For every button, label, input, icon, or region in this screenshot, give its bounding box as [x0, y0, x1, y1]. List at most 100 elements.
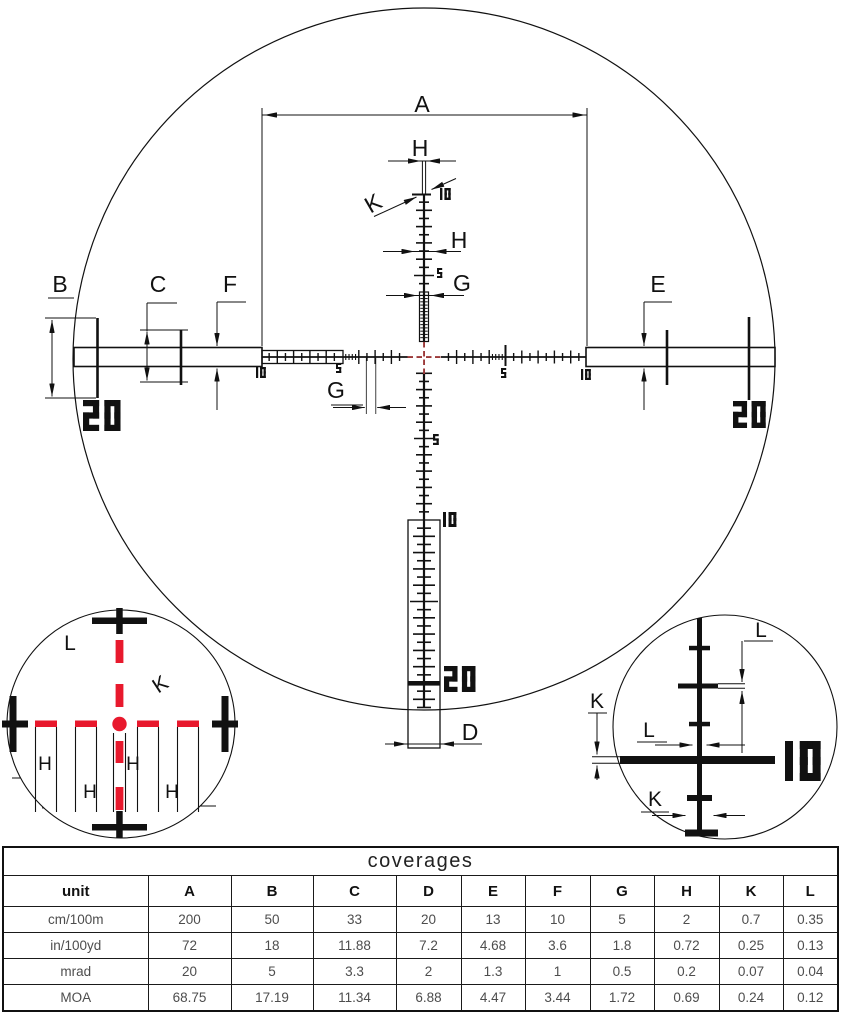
col-header: K [718, 875, 784, 907]
reticle-number-10-left [256, 367, 266, 378]
dim-label-h1: H [38, 754, 52, 775]
dim-label-h4: H [165, 782, 179, 803]
table-cell: 7.2 [395, 932, 462, 959]
table-cell: 10 [524, 906, 591, 933]
table-cell: 0.13 [782, 932, 839, 959]
illuminated-center-dashes [407, 342, 441, 374]
col-header: L [782, 875, 839, 907]
detail-scale-marks [620, 618, 775, 837]
staple-outlines [34, 727, 200, 812]
dim-label-d: D [462, 719, 479, 745]
detail-right-labels: L K L K [590, 619, 767, 811]
table-row: MOA 68.75 17.19 11.34 6.88 4.47 3.44 1.7… [2, 984, 839, 1012]
dim-label-h-mid: H [451, 227, 468, 253]
table-cell: 3.3 [312, 958, 397, 985]
reticle-number-5-right [501, 368, 507, 378]
table-cell: 13 [460, 906, 526, 933]
table-cell: 4.68 [460, 932, 526, 959]
col-header: G [589, 875, 655, 907]
table-cell: 5 [589, 906, 655, 933]
reticle-number-5-up [437, 268, 443, 278]
table-cell: 1.72 [589, 984, 655, 1012]
table-cell: 1 [524, 958, 591, 985]
col-header: A [147, 875, 232, 907]
reticle-numbers [83, 188, 766, 692]
detail-edge-ticks [2, 608, 238, 838]
col-header: B [230, 875, 314, 907]
table-cell: 0.7 [718, 906, 784, 933]
table-cell: 2 [653, 906, 720, 933]
reticle-number-20-left [83, 400, 121, 431]
reticle-number-20-right [733, 401, 766, 428]
table-cell: 0.04 [782, 958, 839, 985]
table-cell: 6.88 [395, 984, 462, 1012]
reticle-number-10-detail [785, 741, 821, 781]
table-cell: 11.88 [312, 932, 397, 959]
unit-cell: MOA [2, 984, 149, 1012]
reticle-posts [73, 291, 776, 749]
dim-label-l-mid: L [643, 719, 655, 742]
table-cell: 3.44 [524, 984, 591, 1012]
table-cell: 0.24 [718, 984, 784, 1012]
table-cell: 0.35 [782, 906, 839, 933]
table-cell: 5 [230, 958, 314, 985]
dim-label-l-up: L [755, 619, 767, 642]
table-cell: 1.3 [460, 958, 526, 985]
coverage-table: coverages unit A B C D E F G H K L cm/10… [2, 846, 839, 1012]
col-header: H [653, 875, 720, 907]
table-cell: 0.12 [782, 984, 839, 1012]
dim-label-b: B [52, 271, 67, 297]
table-title: coverages [2, 846, 839, 876]
detail-dimension-lines [588, 640, 773, 819]
table-cell: 3.6 [524, 932, 591, 959]
dim-label-g-horizontal: G [327, 377, 345, 403]
table-title-row: coverages [2, 846, 839, 876]
col-header: D [395, 875, 462, 907]
reticle-number-20-down [444, 666, 476, 692]
unit-cell: in/100yd [2, 932, 149, 959]
table-row: in/100yd 72 18 11.88 7.2 4.68 3.6 1.8 0.… [2, 932, 839, 959]
dim-label-l-detail: L [64, 632, 76, 655]
table-row: mrad 20 5 3.3 2 1.3 1 0.5 0.2 0.07 0.04 [2, 958, 839, 985]
table-cell: 2 [395, 958, 462, 985]
detail-circle-center: L K H H H H [2, 608, 238, 839]
reticle-diagram: A B C F E G G H H K D [2, 7, 838, 840]
dim-label-e: E [650, 271, 665, 297]
reticle-number-10-right [581, 369, 591, 380]
table-cell: 18 [230, 932, 314, 959]
dim-label-g-vertical: G [453, 270, 471, 296]
reticle-number-5-left [336, 363, 342, 373]
illuminated-elements [35, 640, 199, 810]
unit-cell: mrad [2, 958, 149, 985]
dim-label-h3: H [83, 782, 97, 803]
col-header: unit [2, 875, 149, 907]
detail-circle-scale: L K L K [588, 614, 838, 840]
col-header: E [460, 875, 526, 907]
dim-label-h2: H [126, 754, 140, 775]
table-cell: 50 [230, 906, 314, 933]
table-cell: 4.47 [460, 984, 526, 1012]
table-cell: 20 [147, 958, 232, 985]
table-cell: 68.75 [147, 984, 232, 1012]
table-cell: 0.07 [718, 958, 784, 985]
dim-label-a: A [414, 91, 430, 117]
table-row: cm/100m 200 50 33 20 13 10 5 2 0.7 0.35 [2, 906, 839, 933]
dim-label-f: F [223, 271, 237, 297]
dim-label-h-top: H [412, 135, 429, 161]
col-header: F [524, 875, 591, 907]
dim-label-k-top: K [360, 188, 387, 219]
table-cell: 200 [147, 906, 232, 933]
table-cell: 1.8 [589, 932, 655, 959]
table-cell: 0.72 [653, 932, 720, 959]
table-cell: 20 [395, 906, 462, 933]
table-cell: 0.5 [589, 958, 655, 985]
center-dot [112, 716, 127, 732]
col-header: C [312, 875, 397, 907]
dim-label-k-bot: K [648, 788, 662, 811]
table-cell: 0.69 [653, 984, 720, 1012]
table-cell: 0.25 [718, 932, 784, 959]
reticle-number-5-down [433, 434, 439, 445]
table-cell: 11.34 [312, 984, 397, 1012]
unit-cell: cm/100m [2, 906, 149, 933]
dim-label-k-left: K [590, 690, 604, 713]
